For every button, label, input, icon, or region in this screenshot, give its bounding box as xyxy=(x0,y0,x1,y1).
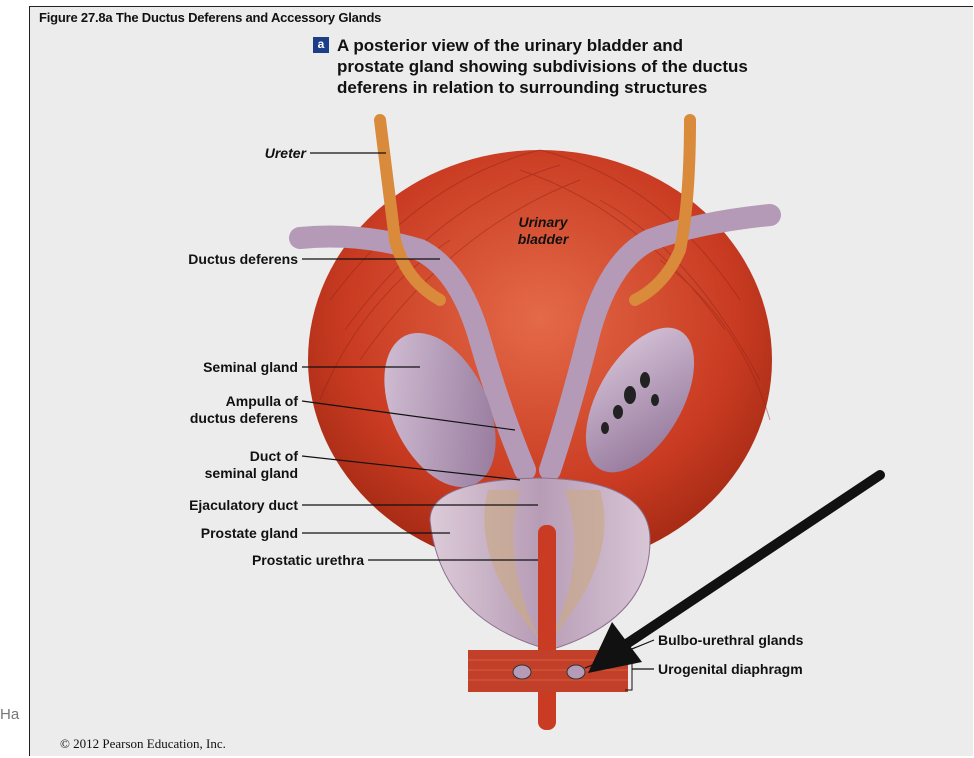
edge-text-fragment: Ha xyxy=(0,706,19,723)
bulbo-urethral-gland-left xyxy=(513,665,531,679)
label-urogenital-diaphragm: Urogenital diaphragm xyxy=(658,661,803,678)
label-ampulla-line2: ductus deferens xyxy=(150,410,298,427)
label-urinary-bladder: Urinary bladder xyxy=(513,214,573,248)
caption-line-1: A posterior view of the urinary bladder … xyxy=(337,35,817,56)
label-ductus-deferens: Ductus deferens xyxy=(150,251,298,268)
label-prostatic-urethra: Prostatic urethra xyxy=(200,552,364,569)
panel-badge: a xyxy=(313,37,329,53)
figure-title: Figure 27.8a The Ductus Deferens and Acc… xyxy=(39,10,381,25)
label-ureter: Ureter xyxy=(240,145,306,162)
prostatic-urethra xyxy=(538,525,556,730)
label-bulbo-urethral-glands: Bulbo-urethral glands xyxy=(658,632,803,649)
label-seminal-gland: Seminal gland xyxy=(150,359,298,376)
copyright-notice: © 2012 Pearson Education, Inc. xyxy=(60,736,226,752)
label-urinary-line2: bladder xyxy=(513,231,573,248)
label-urinary-line1: Urinary xyxy=(513,214,573,231)
label-prostate-gland: Prostate gland xyxy=(150,525,298,542)
label-duct-line2: seminal gland xyxy=(150,465,298,482)
caption-line-3: deferens in relation to surrounding stru… xyxy=(337,77,817,98)
label-duct-of-seminal-gland: Duct of seminal gland xyxy=(150,448,298,482)
label-duct-line1: Duct of xyxy=(150,448,298,465)
bulbo-urethral-gland-right xyxy=(567,665,585,679)
label-ampulla-line1: Ampulla of xyxy=(150,393,298,410)
label-ampulla: Ampulla of ductus deferens xyxy=(150,393,298,427)
caption-line-2: prostate gland showing subdivisions of t… xyxy=(337,56,817,77)
label-ejaculatory-duct: Ejaculatory duct xyxy=(150,497,298,514)
figure-caption: A posterior view of the urinary bladder … xyxy=(337,35,817,98)
